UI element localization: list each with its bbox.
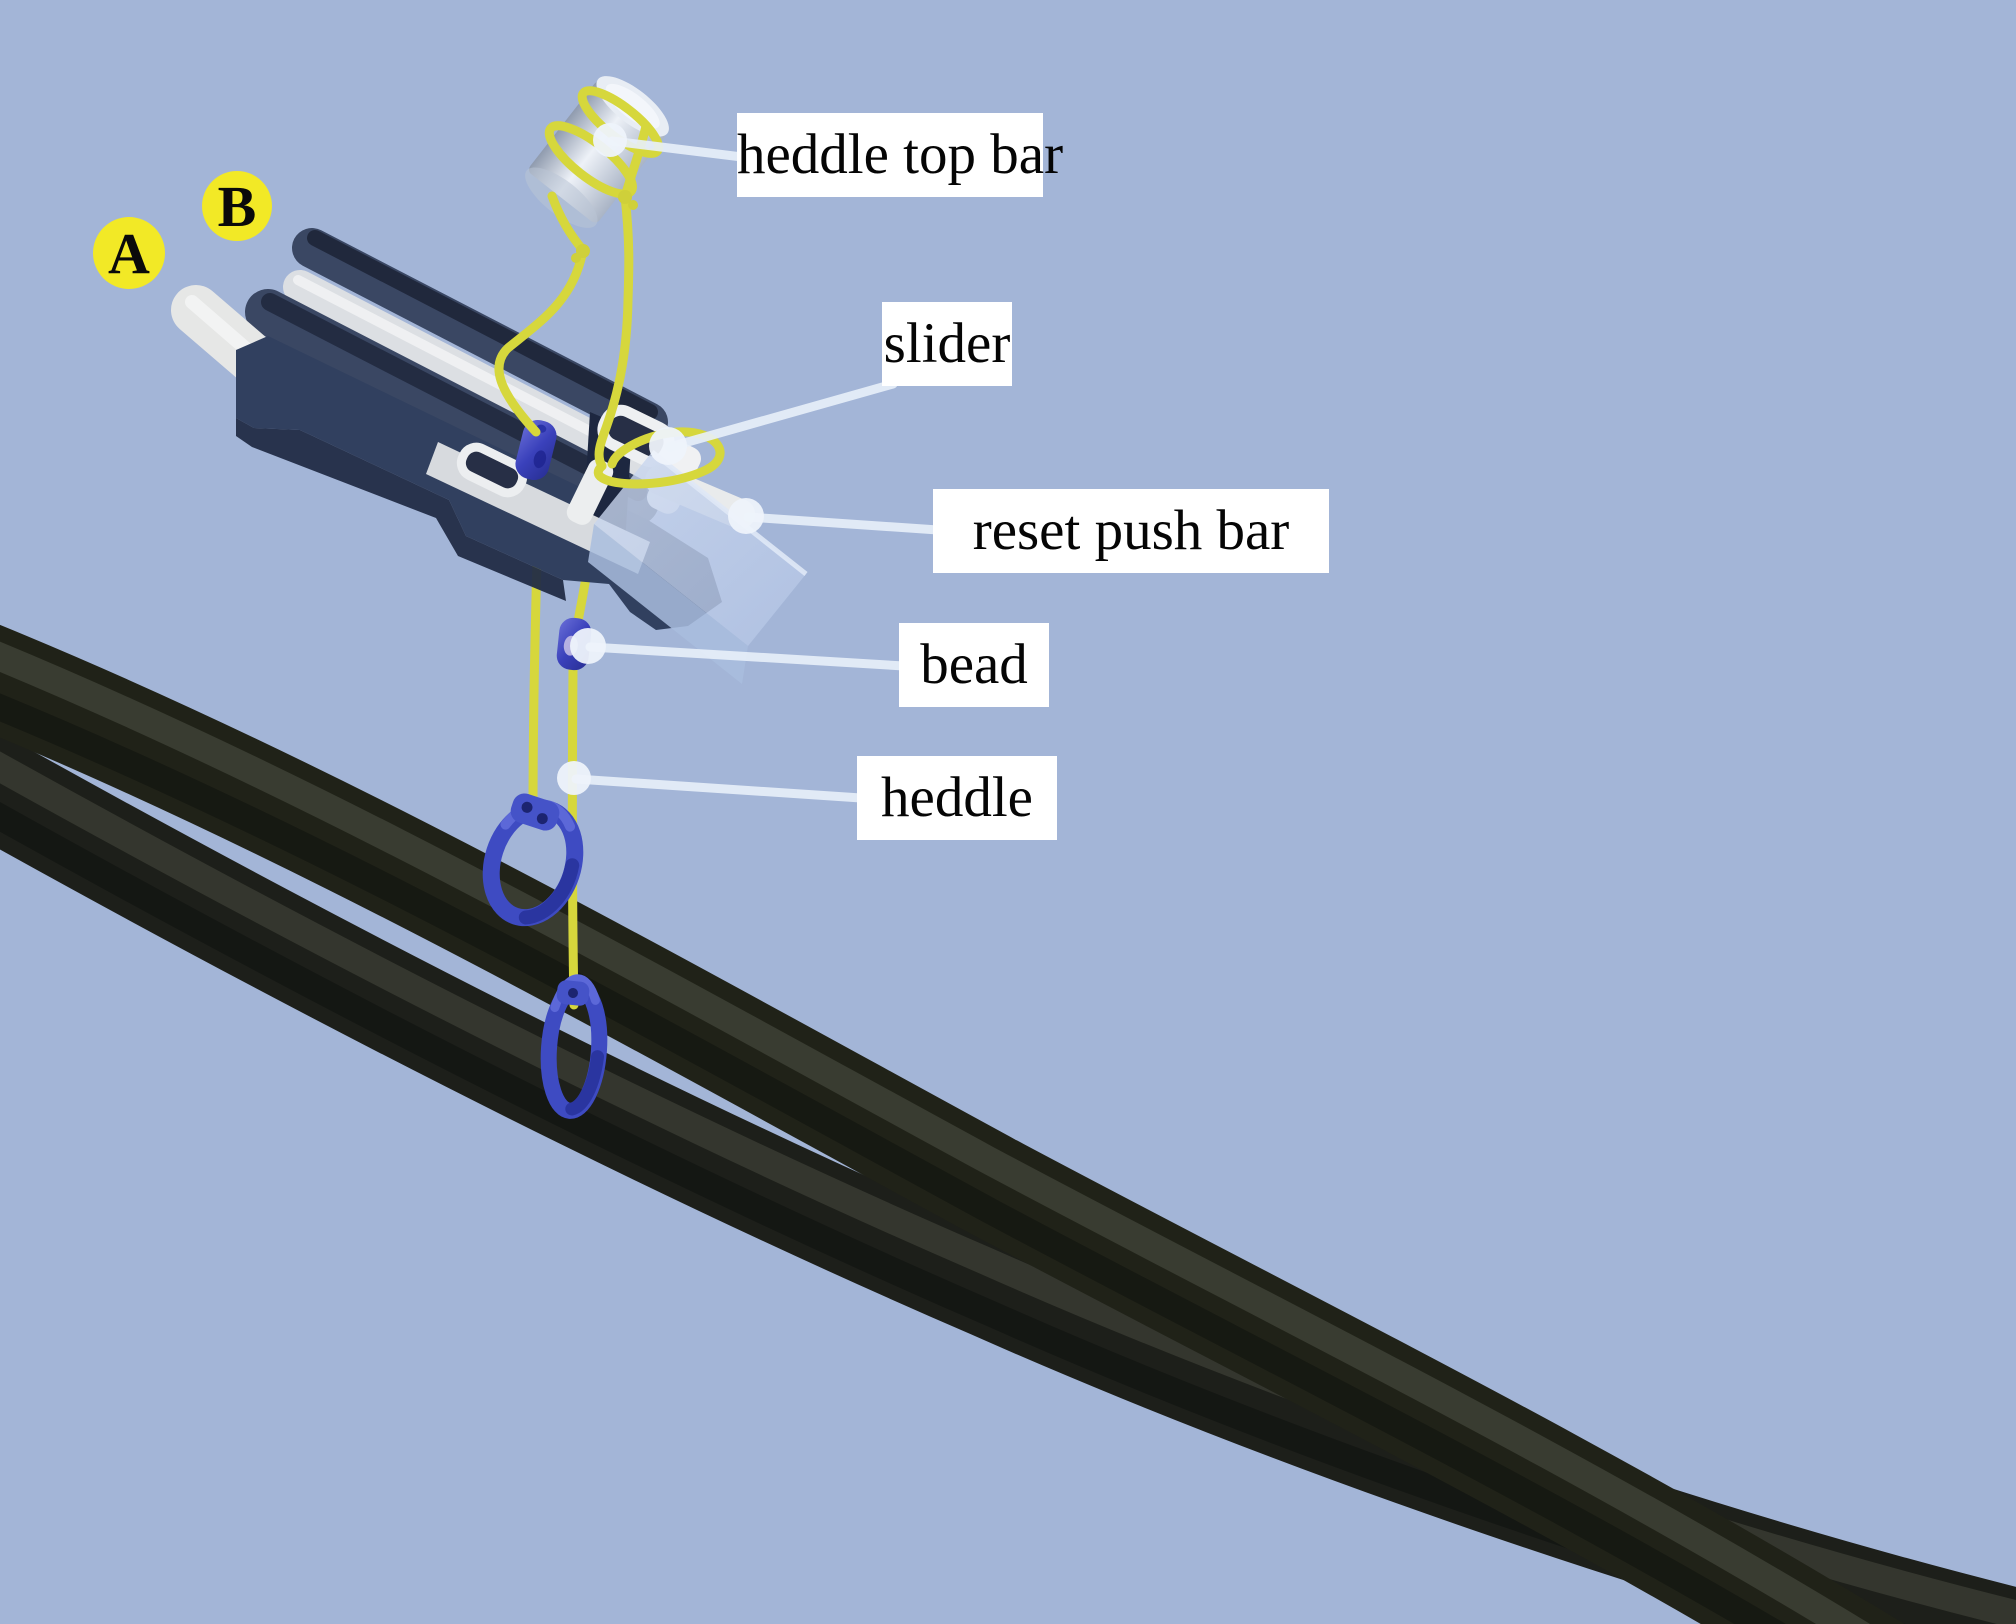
chassis-shadow-edge [236,418,566,601]
heddle-top-bar-part [525,76,669,228]
heddle-ring-lower-tab [556,980,590,1006]
front-rail [245,289,659,525]
label-heddle: heddle [857,756,1057,840]
leader-heddle [571,774,866,803]
callout-dot-bead [570,628,606,664]
marker-a: A [93,217,165,289]
center-rod [283,270,657,480]
leader-bead [585,642,909,671]
thread-knots [571,190,638,263]
back-rail [292,228,668,442]
label-bead: bead [899,623,1049,707]
leader-heddle-top-bar [607,136,747,162]
selector-machine [171,228,808,684]
machine-bead [515,419,557,481]
callout-dot-heddle [557,761,591,795]
callout-dot-reset-push-bar [728,498,764,534]
leader-slider [665,379,898,452]
callout-dot-slider [649,427,687,465]
label-reset-push-bar: reset push bar [933,489,1329,573]
leader-reset-push-bar [743,512,943,535]
heddle-ring-upper-tab [510,793,560,831]
slot-left [456,442,528,498]
marker-b: B [202,171,272,241]
leader-dots [557,123,764,795]
warp-cable-upper [0,624,1905,1624]
callout-dot-heddle-top-bar [593,123,627,157]
label-slider: slider [882,302,1012,386]
leader-lines [571,136,943,803]
label-heddle-top-bar: heddle top bar [737,113,1063,197]
